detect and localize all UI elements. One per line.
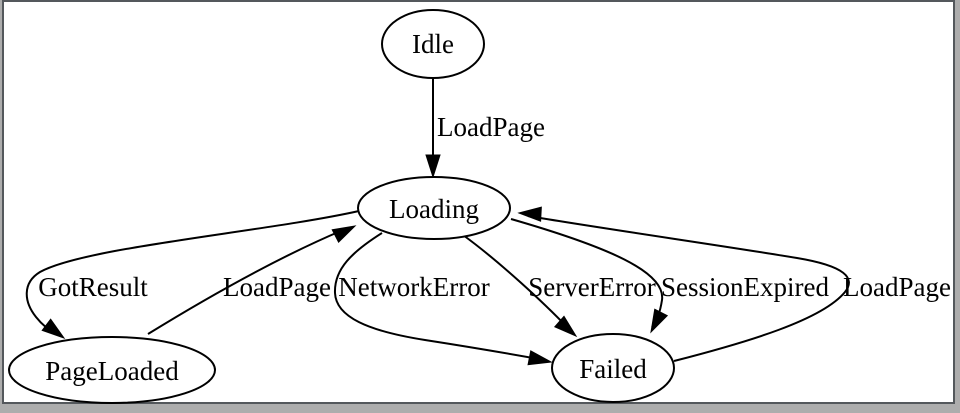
node-failed: Failed: [551, 333, 675, 403]
edge-label-servererror: ServerError: [528, 272, 655, 302]
node-failed-label: Failed: [579, 354, 647, 384]
edge-loading-to-failed-network: [333, 232, 553, 366]
edge-label-networkerror: NetworkError: [338, 272, 489, 302]
node-pageloaded-shape: [8, 336, 216, 404]
edge-loading-to-pageloaded: [25, 210, 360, 339]
arrowhead-icon: [553, 315, 578, 338]
arrowhead-icon: [425, 154, 441, 179]
arrowhead-icon: [331, 225, 357, 244]
node-failed-shape: [551, 333, 675, 403]
edge-loading-to-failed-server: [462, 234, 578, 338]
edge-line: [462, 234, 569, 329]
edge-loading-to-failed-session: [510, 218, 669, 334]
node-idle: Idle: [381, 9, 485, 79]
node-loading-label: Loading: [389, 194, 479, 224]
arrowhead-icon: [527, 350, 553, 366]
node-pageloaded-label: PageLoaded: [45, 356, 179, 386]
node-pageloaded: PageLoaded: [8, 336, 216, 404]
edge-line: [25, 210, 360, 336]
arrowhead-icon: [517, 206, 542, 222]
edge-label-loadpage-left: LoadPage: [223, 272, 331, 302]
edge-line: [527, 215, 850, 362]
edge-pageloaded-to-loading: [147, 225, 357, 335]
node-loading: Loading: [357, 176, 511, 240]
node-idle-label: Idle: [412, 29, 454, 59]
edge-label-loadpage-top: LoadPage: [437, 112, 545, 142]
arrowhead-icon: [650, 308, 669, 334]
edge-idle-to-loading: [425, 78, 441, 179]
arrowhead-icon: [41, 318, 66, 339]
node-idle-shape: [381, 9, 485, 79]
edge-line: [333, 232, 545, 361]
edge-line: [147, 229, 344, 335]
edge-label-sessionexpired: SessionExpired: [661, 272, 829, 302]
edge-failed-to-loading: [517, 206, 850, 362]
edge-label-loadpage-right: LoadPage: [843, 272, 951, 302]
node-loading-shape: [357, 176, 511, 240]
edge-label-gotresult: GotResult: [38, 272, 148, 302]
